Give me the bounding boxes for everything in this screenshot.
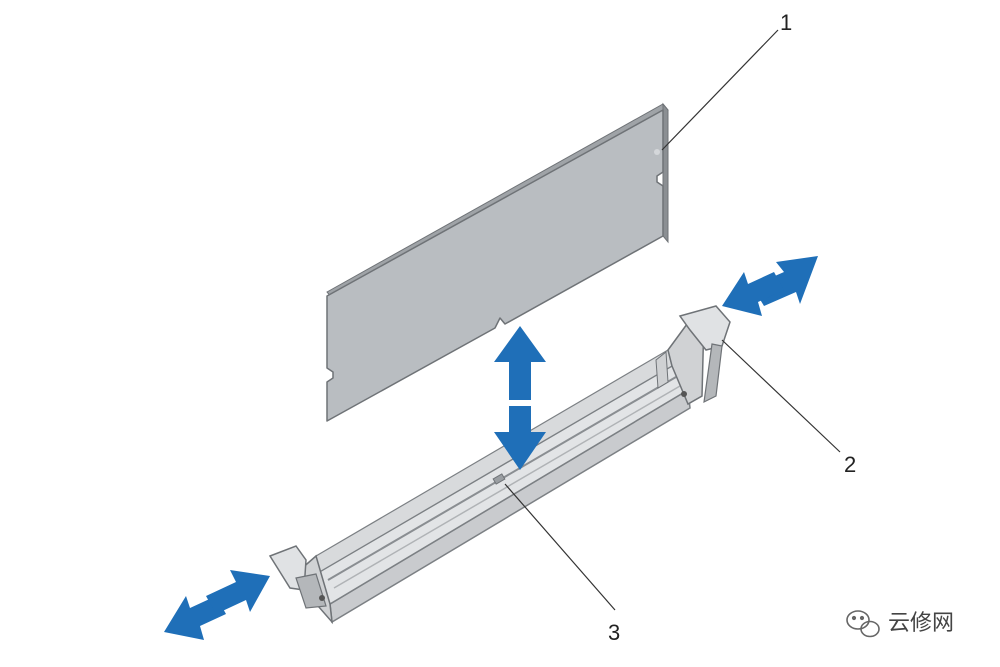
callout-leaders	[504, 29, 841, 611]
arrow-left-ejector-out	[164, 596, 226, 640]
arrow-left-ejector-in	[206, 570, 270, 614]
dimm-socket	[268, 305, 731, 625]
arrow-left-ejector	[164, 570, 270, 640]
arrow-right-ejector	[722, 256, 818, 316]
socket-ejector-right[interactable]	[655, 305, 731, 406]
watermark-text: 云修网	[888, 611, 954, 636]
arrow-right-ejector-in	[722, 272, 784, 316]
memory-module-board	[326, 109, 664, 422]
arrow-up	[494, 326, 546, 400]
callout-number-2: 2	[844, 452, 856, 477]
callout-number-3: 3	[608, 620, 620, 645]
socket-ejector-left[interactable]	[268, 545, 334, 625]
memory-module-label-spot	[654, 149, 660, 155]
arrow-down	[494, 406, 546, 470]
callout-leader-2	[721, 339, 841, 453]
callout-number-1: 1	[780, 10, 792, 35]
memory-module	[326, 102, 669, 422]
arrow-vertical-insert	[494, 326, 546, 470]
callout-leader-1	[661, 29, 779, 151]
watermark: 云修网	[846, 610, 954, 638]
socket-alignment-key	[492, 473, 506, 485]
callout-leader-3	[504, 483, 616, 611]
wechat-icon	[846, 610, 880, 638]
